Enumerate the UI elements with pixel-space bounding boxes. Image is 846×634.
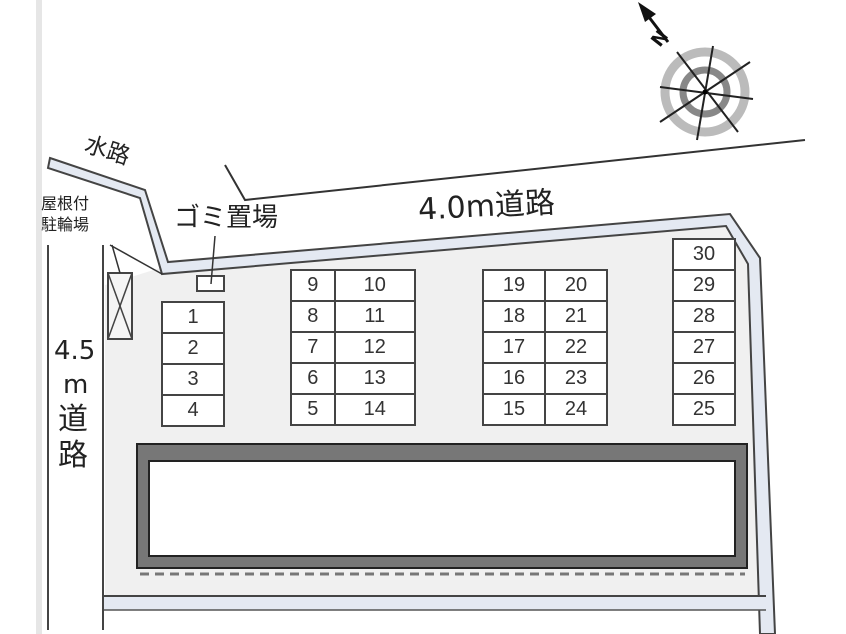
- bike-parking-label-line2: 駐輪場: [41, 215, 90, 234]
- parking-space[interactable]: 27: [672, 331, 736, 364]
- parking-space[interactable]: 11: [333, 300, 417, 333]
- parking-space[interactable]: 16: [482, 362, 546, 395]
- north-arrow-icon: [638, 2, 670, 43]
- parking-space[interactable]: 19: [482, 269, 546, 302]
- parking-space[interactable]: 5: [290, 393, 336, 426]
- parking-block-a: 1 2 3 4: [161, 301, 225, 427]
- parking-space[interactable]: 10: [333, 269, 417, 302]
- parking-space[interactable]: 28: [672, 300, 736, 333]
- compass-icon: [659, 45, 754, 141]
- building: [136, 443, 748, 576]
- west-road-unit-label: m: [63, 370, 89, 400]
- parking-space[interactable]: 1: [161, 301, 225, 334]
- parking-space[interactable]: 9: [290, 269, 336, 302]
- parking-space[interactable]: 29: [672, 269, 736, 302]
- parking-space[interactable]: 2: [161, 332, 225, 365]
- parking-space[interactable]: 4: [161, 394, 225, 427]
- parking-space[interactable]: 13: [333, 362, 417, 395]
- north-road-edge: [224, 139, 806, 202]
- parking-space[interactable]: 21: [544, 300, 608, 333]
- parking-space[interactable]: 26: [672, 362, 736, 395]
- south-road: [104, 596, 766, 610]
- parking-space[interactable]: 23: [544, 362, 608, 395]
- north-label: N: [647, 26, 673, 51]
- parking-space[interactable]: 24: [544, 393, 608, 426]
- parking-space[interactable]: 6: [290, 362, 336, 395]
- parking-space[interactable]: 20: [544, 269, 608, 302]
- waterway: [46, 156, 777, 634]
- parking-space[interactable]: 25: [672, 393, 736, 426]
- bike-parking: [107, 244, 163, 340]
- parking-space[interactable]: 7: [290, 331, 336, 364]
- west-road-char1: 道: [58, 402, 88, 437]
- parking-space[interactable]: 12: [333, 331, 417, 364]
- garbage-area-label: ゴミ置場: [174, 203, 279, 233]
- west-road-char2: 路: [58, 438, 88, 473]
- parking-space[interactable]: 14: [333, 393, 417, 426]
- parking-space[interactable]: 8: [290, 300, 336, 333]
- parking-space[interactable]: 17: [482, 331, 546, 364]
- bike-parking-label-line1: 屋根付: [41, 194, 90, 213]
- parking-block-d: 30 29 28 27 26 25: [672, 238, 736, 426]
- parking-space[interactable]: 30: [672, 238, 736, 271]
- parking-space[interactable]: 15: [482, 393, 546, 426]
- garbage-area: [196, 235, 225, 292]
- page-edge: [36, 0, 42, 634]
- west-road-width-label: 4.5: [54, 336, 96, 366]
- parking-space[interactable]: 18: [482, 300, 546, 333]
- north-road-label: 4.0m道路: [417, 185, 556, 228]
- parking-space[interactable]: 3: [161, 363, 225, 396]
- parking-space[interactable]: 22: [544, 331, 608, 364]
